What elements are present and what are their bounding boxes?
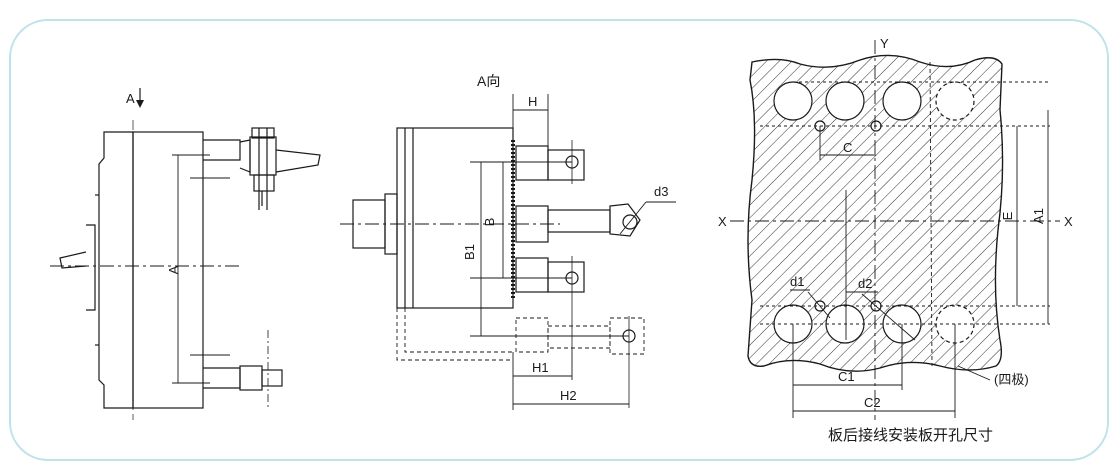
mounting-plate (747, 54, 1004, 372)
cutout-axis-x-left: X (718, 214, 727, 229)
front-dim-h1-label: H1 (532, 360, 549, 375)
cutout-caption: 板后接线安装板开孔尺寸 (828, 426, 993, 444)
cutout-dim-c2-label: C2 (864, 395, 881, 410)
four-pole-note: (四极) (994, 372, 1029, 387)
cutout-axis-x-right: X (1064, 214, 1073, 229)
side-view (50, 120, 321, 420)
cutout-dim-c-label: C (843, 140, 852, 155)
front-dim-b1-label: B1 (462, 244, 477, 260)
cutout-axis-y: Y (880, 36, 889, 51)
front-view-title: A向 (477, 73, 500, 89)
front-dim-d3-label: d3 (654, 184, 668, 199)
front-dim-h2-label: H2 (560, 388, 577, 403)
front-view (340, 94, 676, 410)
arrow-a-head (136, 100, 144, 108)
cutout-dim-d1-label: d1 (790, 274, 804, 289)
front-dim-h-label: H (528, 94, 537, 109)
cutout-view (730, 40, 1060, 420)
side-arrow-label: A (126, 91, 135, 106)
front-dim-b-label: B (482, 218, 497, 227)
side-dim-a-label: A (166, 265, 181, 274)
outer-frame (9, 19, 1109, 461)
cutout-dim-d2-label: d2 (858, 276, 872, 291)
cutout-dim-a1-label: A1 (1031, 208, 1046, 224)
cutout-dim-c1-label: C1 (838, 369, 855, 384)
cutout-dim-e-label: E (1000, 211, 1015, 220)
